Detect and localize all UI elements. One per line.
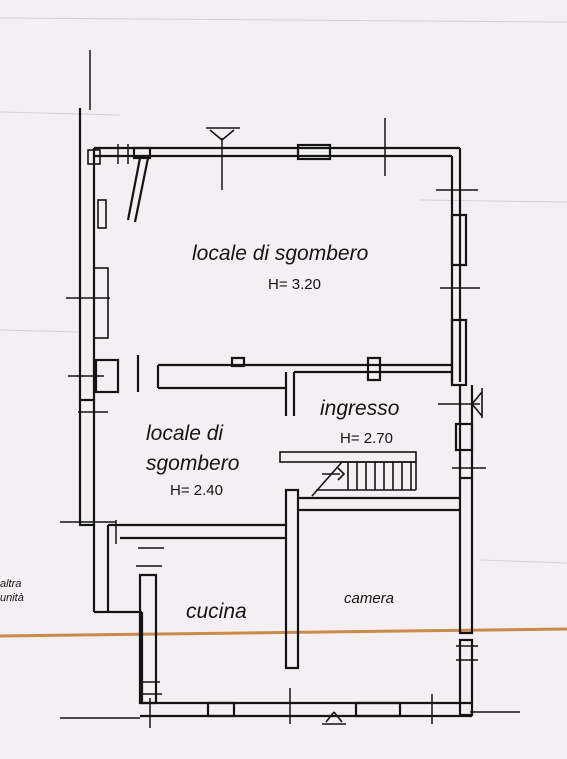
room-name-cucina: cucina xyxy=(186,600,247,623)
staircase xyxy=(279,451,417,497)
paper-artifacts xyxy=(0,17,567,564)
room-height-locale-left: H= 2.40 xyxy=(170,482,223,499)
room-name-ingresso: ingresso xyxy=(320,397,400,420)
room-height-ingresso: H= 2.70 xyxy=(340,430,393,447)
fixture-symbols xyxy=(206,127,483,725)
neighbor-label-line1: altra xyxy=(0,578,22,590)
stray-line xyxy=(0,627,567,638)
room-name-locale-left-line2: sgombero xyxy=(146,452,240,475)
room-height-locale-top: H= 3.20 xyxy=(268,276,321,293)
neighbor-label-line2: unità xyxy=(0,592,24,604)
room-name-camera: camera xyxy=(344,590,395,607)
room-name-locale-left-line1: locale di xyxy=(146,422,224,445)
walls xyxy=(78,108,474,718)
tick-marks xyxy=(60,50,520,728)
room-name-locale-top: locale di sgombero xyxy=(192,242,369,265)
left-wall-details xyxy=(87,149,109,339)
